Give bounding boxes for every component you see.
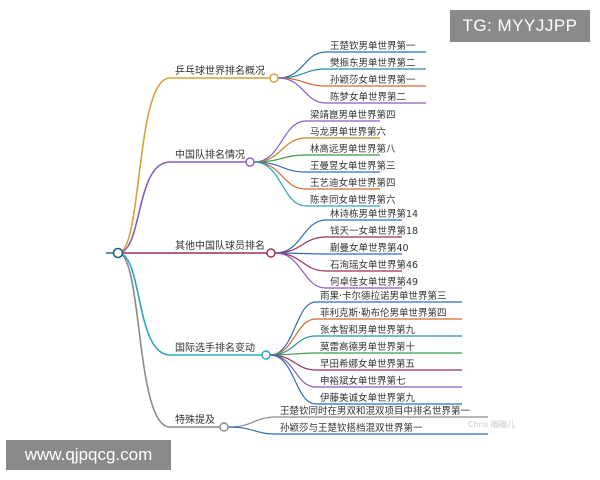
leaf-label: 钱天一女单世界第18 bbox=[330, 225, 418, 237]
branch-connector bbox=[117, 252, 171, 356]
branch-label: 其他中国队球员排名 bbox=[175, 239, 265, 252]
leaf-label: 申裕斌女单世界第七 bbox=[320, 375, 406, 387]
branch-connector bbox=[117, 77, 171, 254]
leaf-label: 陈幸同女单世界第六 bbox=[310, 194, 396, 206]
leaf-label: 张本智和男单世界第九 bbox=[320, 324, 416, 336]
leaf-label: 孙颖莎与王楚钦搭档混双世界第一 bbox=[280, 422, 423, 434]
branch-node-circle[interactable] bbox=[269, 73, 279, 83]
branch-node-circle[interactable] bbox=[219, 422, 229, 432]
tg-watermark-badge: TG: MYYJJPP bbox=[450, 10, 590, 42]
leaf-connector bbox=[227, 426, 277, 435]
leaf-label: 林诗栋男单世界第14 bbox=[330, 208, 418, 220]
branch-label: 特殊提及 bbox=[175, 413, 215, 426]
leaf-label: 莫雷高德男单世界第十 bbox=[320, 341, 416, 353]
branch-connector bbox=[117, 161, 171, 254]
branch-node-circle[interactable] bbox=[261, 350, 271, 360]
leaf-label: 林高远男单世界第八 bbox=[310, 143, 396, 155]
leaf-label: 何卓佳女单世界第49 bbox=[330, 276, 418, 288]
branch-node-circle[interactable] bbox=[266, 248, 276, 258]
leaf-label: 王楚钦同时在男双和混双项目中排名世界第一 bbox=[280, 405, 471, 417]
leaf-label: 陈梦女单世界第二 bbox=[330, 91, 406, 103]
mindmap-edges bbox=[106, 51, 488, 435]
leaf-connector bbox=[274, 252, 327, 289]
site-watermark-badge: www.qjpqcg.com bbox=[6, 440, 171, 470]
leaf-label: 王曼昱女单世界第三 bbox=[310, 160, 396, 172]
leaf-label: 樊振东男单世界第二 bbox=[330, 57, 416, 69]
leaf-connector bbox=[274, 219, 327, 254]
root-node-circle[interactable] bbox=[112, 247, 124, 259]
leaf-connector bbox=[269, 354, 317, 405]
leaf-label: 王楚钦男单世界第一 bbox=[330, 40, 416, 52]
leaf-label: 菲利克斯·勒布伦男单世界第四 bbox=[320, 307, 447, 319]
leaf-label: 王艺迪女单世界第四 bbox=[310, 177, 396, 189]
leaf-connector bbox=[274, 236, 327, 254]
leaf-connector bbox=[269, 354, 317, 388]
leaf-label: 蒯曼女单世界第40 bbox=[330, 242, 409, 254]
leaf-connector bbox=[253, 161, 307, 207]
branch-connector bbox=[117, 252, 171, 428]
leaf-label: 梁靖崑男单世界第四 bbox=[310, 109, 396, 121]
leaf-label: 伊藤美诚女单世界第九 bbox=[320, 392, 416, 404]
mindmap-nodes: 乒乓球世界排名概况 王楚钦男单世界第一樊振东男单世界第二孙颖莎女单世界第一陈梦女单… bbox=[112, 40, 471, 434]
branch-node-circle[interactable] bbox=[245, 157, 255, 167]
leaf-label: 孙颖莎女单世界第一 bbox=[330, 74, 416, 86]
leaf-connector bbox=[269, 354, 317, 371]
leaf-label: 石洵瑶女单世界第46 bbox=[330, 259, 418, 271]
branch-label: 乒乓球世界排名概况 bbox=[175, 64, 265, 77]
leaf-connector bbox=[277, 77, 327, 104]
faint-watermark: Chris 瞄瞄儿 bbox=[468, 420, 515, 429]
leaf-label: 马龙男单世界第六 bbox=[310, 126, 387, 138]
branch-label: 中国队排名情况 bbox=[175, 148, 245, 161]
leaf-connector bbox=[227, 416, 277, 428]
branch-label: 国际选手排名变动 bbox=[175, 341, 255, 354]
leaf-label: 早田希娜女单世界第五 bbox=[320, 358, 415, 370]
leaf-label: 雨果·卡尔德拉诺男单世界第三 bbox=[320, 290, 447, 302]
